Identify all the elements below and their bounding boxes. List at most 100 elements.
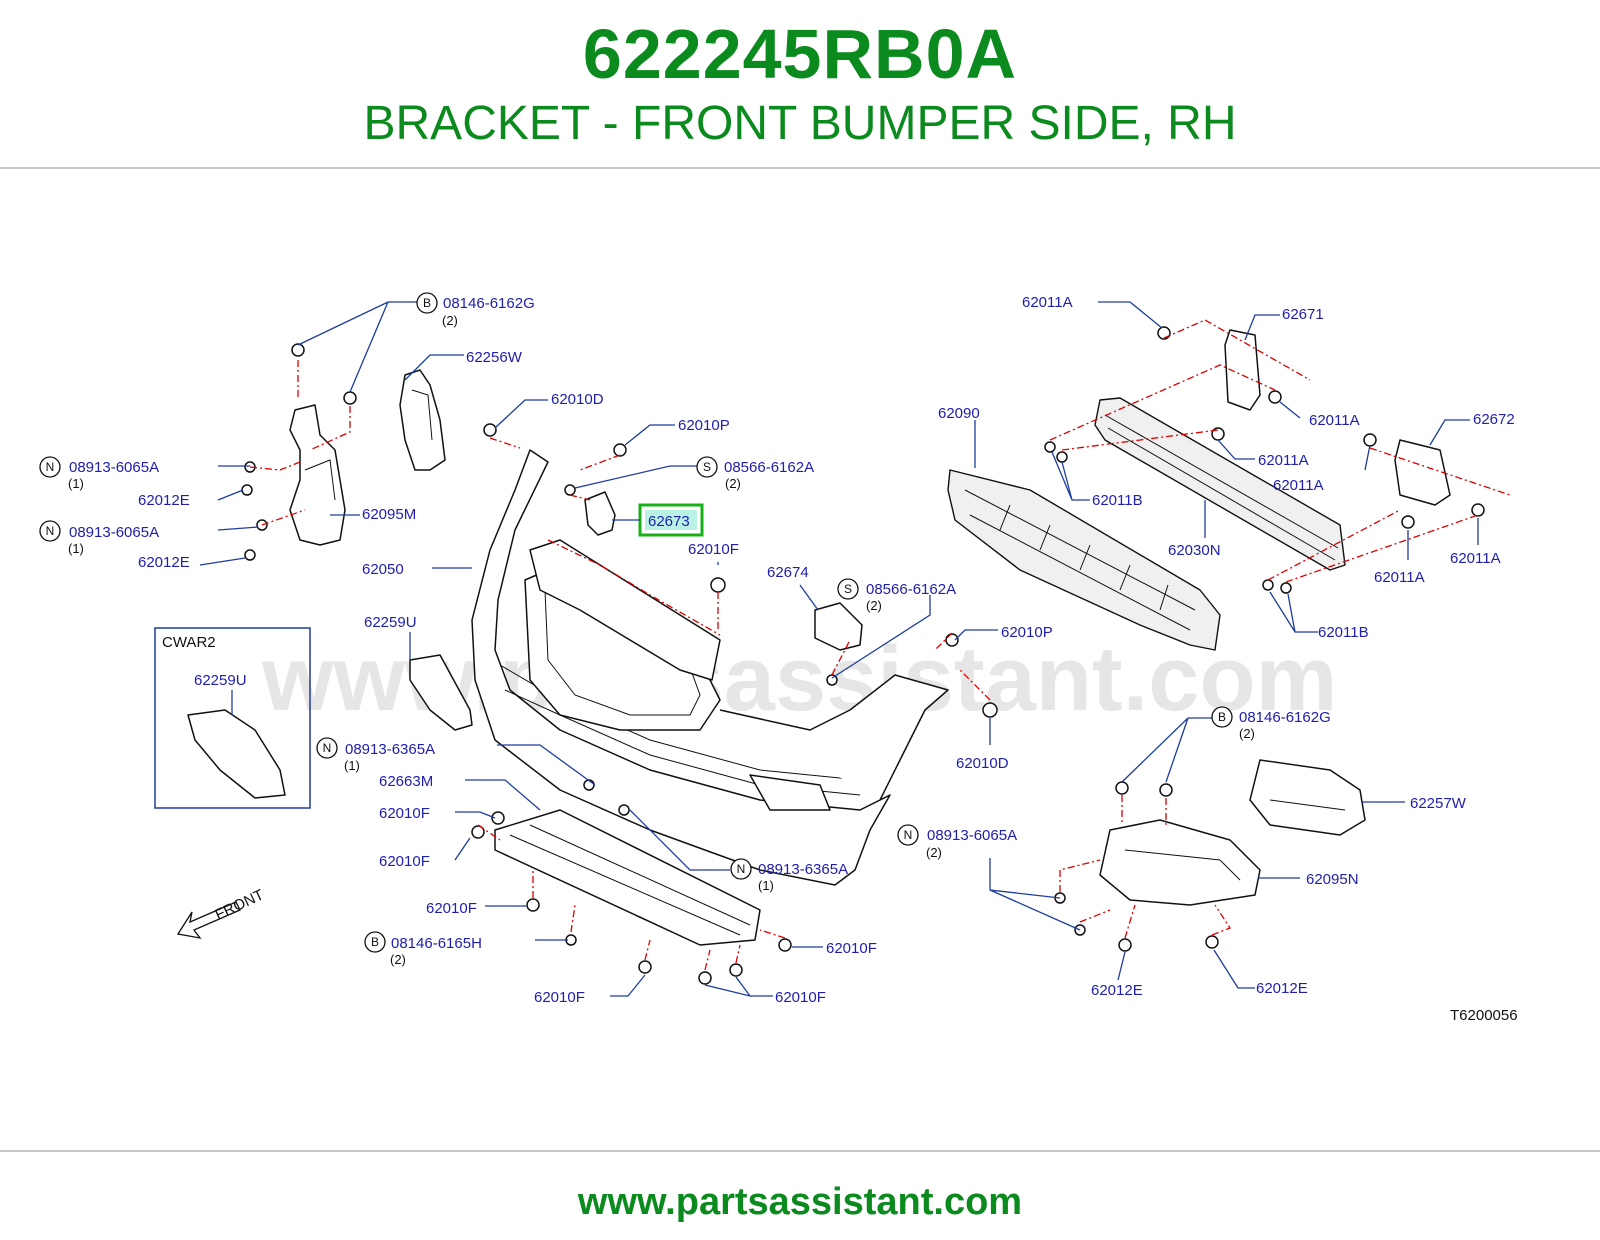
- callout-c20[interactable]: 62663M: [379, 773, 541, 811]
- callout-c23[interactable]: N 08913-6365A (1): [629, 809, 848, 893]
- callout-c42[interactable]: B 08146-6162G (2): [1121, 706, 1331, 783]
- svg-text:N: N: [46, 524, 55, 538]
- retainer-62673-drawing: [584, 491, 616, 536]
- callout-c21[interactable]: 62010F: [379, 805, 496, 822]
- svg-text:62011B: 62011B: [1318, 624, 1369, 641]
- callout-c28[interactable]: 62010F: [704, 976, 826, 1006]
- svg-text:08566-6162A: 08566-6162A: [866, 581, 956, 598]
- fasteners: [241, 326, 1485, 985]
- svg-text:62010F: 62010F: [688, 541, 739, 558]
- svg-text:B: B: [371, 935, 379, 949]
- callout-c4[interactable]: 62010P: [624, 417, 730, 446]
- svg-text:62010P: 62010P: [678, 417, 730, 434]
- svg-text:08913-6065A: 08913-6065A: [927, 827, 1017, 844]
- svg-text:(2): (2): [442, 313, 458, 328]
- callout-c24[interactable]: 62010F: [426, 900, 526, 917]
- duct-62259U-drawing: [409, 654, 473, 731]
- callout-c7[interactable]: 62010F: [688, 541, 739, 565]
- callout-c33[interactable]: 62090: [938, 405, 980, 468]
- callout-c44[interactable]: 62095N: [1258, 871, 1359, 888]
- callout-c29[interactable]: N 08913-6065A (2): [897, 824, 1081, 931]
- callout-c17[interactable]: 62010P: [954, 624, 1053, 641]
- svg-text:08146-6162G: 08146-6162G: [443, 295, 535, 312]
- callout-c5[interactable]: S 08566-6162A (2): [574, 456, 814, 491]
- callout-c6[interactable]: 62673: [612, 513, 690, 530]
- callout-c26[interactable]: 62010F: [792, 940, 877, 957]
- callout-c16[interactable]: S 08566-6162A (2): [831, 578, 956, 679]
- assembly-lines: [249, 319, 1511, 971]
- page-header: 622245RB0A BRACKET - FRONT BUMPER SIDE, …: [0, 0, 1600, 168]
- callout-c2[interactable]: 62256W: [404, 349, 523, 381]
- svg-text:62010F: 62010F: [379, 853, 430, 870]
- callout-c38[interactable]: 62030N: [1168, 500, 1221, 559]
- svg-text:N: N: [46, 460, 55, 474]
- svg-text:08913-6365A: 08913-6365A: [345, 741, 435, 758]
- callout-c22[interactable]: 62010F: [379, 837, 471, 870]
- svg-text:62674: 62674: [767, 564, 809, 581]
- right-lamp-62257W-drawing: [1249, 759, 1366, 836]
- callout-c8[interactable]: N 08913-6065A (1): [39, 456, 250, 491]
- callout-c18[interactable]: 62010D: [956, 718, 1009, 772]
- svg-text:(1): (1): [344, 758, 360, 773]
- callout-c25[interactable]: B 08146-6165H (2): [364, 931, 568, 967]
- svg-text:(2): (2): [1239, 726, 1255, 741]
- svg-text:62256W: 62256W: [466, 349, 523, 366]
- svg-text:62050: 62050: [362, 561, 404, 578]
- svg-text:08913-6065A: 08913-6065A: [69, 459, 159, 476]
- callout-c11[interactable]: 62095M: [330, 506, 416, 523]
- callout-c39[interactable]: 62011A: [1374, 530, 1425, 586]
- svg-text:62030N: 62030N: [1168, 542, 1221, 559]
- svg-text:62010D: 62010D: [551, 391, 604, 408]
- svg-text:62095N: 62095N: [1306, 871, 1359, 888]
- svg-text:62011A: 62011A: [1258, 452, 1309, 469]
- callout-c34[interactable]: 62011A: [1217, 439, 1309, 469]
- svg-text:62012E: 62012E: [1091, 982, 1143, 999]
- svg-text:S: S: [703, 460, 711, 474]
- callout-c36[interactable]: 62011A: [1273, 444, 1371, 494]
- diagram-code: T6200056: [1450, 1007, 1518, 1024]
- svg-text:62010F: 62010F: [534, 989, 585, 1006]
- callout-c43[interactable]: 62257W: [1362, 795, 1467, 812]
- callout-c46[interactable]: 62012E: [1213, 949, 1308, 997]
- svg-text:62011A: 62011A: [1374, 569, 1425, 586]
- callout-c15[interactable]: 62674: [767, 564, 819, 611]
- inset-box: [154, 627, 311, 809]
- callout-c30[interactable]: 62011A: [1022, 294, 1163, 329]
- svg-text:62012E: 62012E: [138, 492, 190, 509]
- callout-c12[interactable]: 62012E: [138, 554, 246, 571]
- callout-c1[interactable]: B 08146-6162G (2): [297, 292, 535, 393]
- svg-text:62257W: 62257W: [1410, 795, 1467, 812]
- callout-c32[interactable]: 62011A: [1279, 401, 1360, 429]
- callout-c31[interactable]: 62671: [1244, 306, 1324, 341]
- callout-c10[interactable]: N 08913-6065A (1): [39, 520, 259, 556]
- callout-c14[interactable]: 62259U: [364, 614, 417, 660]
- svg-text:62011A: 62011A: [1022, 294, 1073, 311]
- svg-text:62010F: 62010F: [426, 900, 477, 917]
- footer-url[interactable]: www.partsassistant.com: [577, 1181, 1023, 1223]
- callout-c27[interactable]: 62010F: [534, 974, 646, 1006]
- callout-c37[interactable]: 62011B: [1051, 451, 1143, 509]
- bracket-62672-drawing: [1394, 439, 1451, 506]
- svg-text:62663M: 62663M: [379, 773, 433, 790]
- svg-text:(1): (1): [68, 476, 84, 491]
- svg-text:(1): (1): [758, 878, 774, 893]
- callout-c13[interactable]: 62050: [362, 561, 472, 578]
- callout-c35[interactable]: 62672: [1429, 411, 1515, 446]
- callout-c41[interactable]: 62011B: [1269, 591, 1369, 641]
- svg-text:N: N: [737, 862, 746, 876]
- inset-part-label: 62259U: [194, 672, 247, 689]
- callout-c19[interactable]: N 08913-6365A (1): [316, 737, 596, 786]
- callout-c40[interactable]: 62011A: [1450, 518, 1501, 567]
- upper-reinforcement-drawing: [529, 539, 721, 681]
- front-label: FRONT: [213, 886, 267, 923]
- svg-text:B: B: [1218, 710, 1226, 724]
- left-stay-drawing: [399, 369, 446, 471]
- parts-diagram: www.partsassistant.com: [39, 292, 1518, 1024]
- svg-text:62010F: 62010F: [775, 989, 826, 1006]
- callout-c45[interactable]: 62012E: [1091, 951, 1143, 999]
- top-divider: [0, 167, 1600, 169]
- bracket-62671-drawing: [1224, 329, 1261, 411]
- left-side-bracket-drawing: [289, 404, 346, 546]
- callout-c9[interactable]: 62012E: [138, 489, 244, 509]
- callout-c3[interactable]: 62010D: [494, 391, 604, 429]
